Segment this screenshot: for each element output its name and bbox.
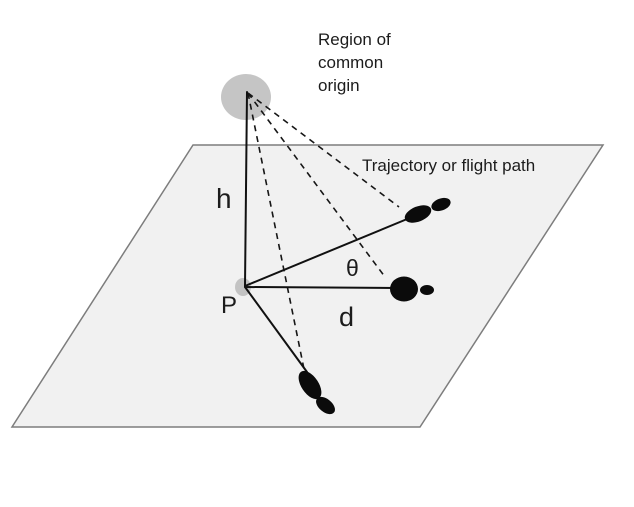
bloodstain-lower-drop xyxy=(298,370,322,400)
bloodstain-upper-satellite xyxy=(431,197,451,212)
bloodstain-middle-drop xyxy=(390,276,418,302)
angle-theta-label: θ xyxy=(346,255,359,281)
bloodstain-upper-drop xyxy=(404,205,432,223)
height-h-label: h xyxy=(216,183,232,214)
region-label-line-2: common xyxy=(318,53,383,72)
bloodstain-lower-satellite xyxy=(316,396,335,415)
height-line-h xyxy=(244,91,248,287)
bloodstain-upper xyxy=(404,197,451,223)
bloodstain-lower xyxy=(298,370,335,415)
dashed-trajectory-to-upper-stain xyxy=(247,92,400,208)
trajectory-flight-path-label: Trajectory or flight path xyxy=(362,156,535,175)
dashed-trajectory-to-middle-stain xyxy=(247,92,386,278)
bloodstain-middle-satellite xyxy=(420,285,434,295)
region-of-common-origin-label: Region of common origin xyxy=(318,30,391,95)
distance-line-p-to-middle-stain xyxy=(244,286,397,289)
path-line-p-to-upper-stain xyxy=(244,216,413,287)
bloodstain-middle xyxy=(390,276,434,302)
path-line-p-to-lower-stain xyxy=(244,286,308,373)
region-label-line-1: Region of xyxy=(318,30,391,49)
region-label-line-3: origin xyxy=(318,76,360,95)
dashed-trajectory-to-lower-stain xyxy=(247,92,305,370)
point-p-halo xyxy=(235,278,251,296)
distance-d-label: d xyxy=(339,302,354,332)
point-p-label: P xyxy=(221,292,237,319)
impact-plane-surface xyxy=(10,144,605,428)
